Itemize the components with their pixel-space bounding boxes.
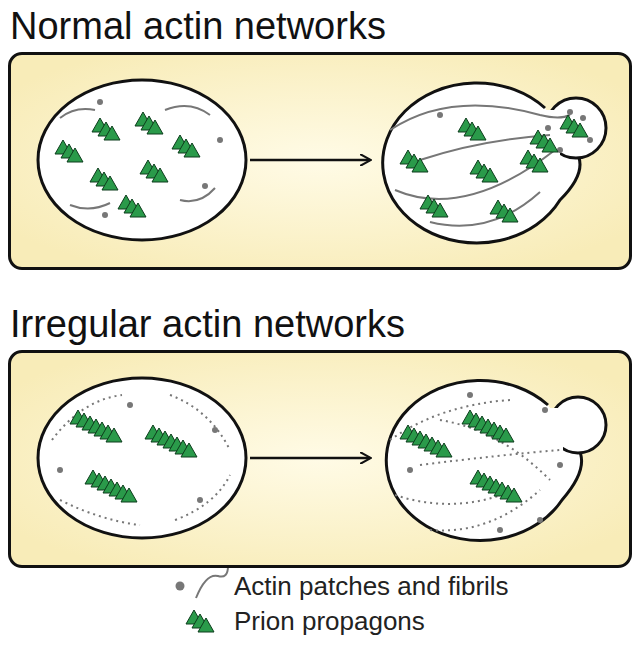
legend-text: Actin patches and fibrils xyxy=(234,571,509,601)
panel-node: Irregular actin networks xyxy=(8,300,632,568)
panel-node: Normal actin networks xyxy=(8,2,632,270)
panel-ground xyxy=(10,352,631,566)
panel-title: Normal actin networks xyxy=(8,2,632,50)
legend-samples xyxy=(176,566,229,632)
panel-title: Irregular actin networks xyxy=(8,300,632,348)
panel-outline xyxy=(8,52,632,270)
panel-outline xyxy=(8,350,632,568)
irregular-cells xyxy=(38,378,606,540)
legend-text: Prion propagons xyxy=(234,606,425,636)
normal-cells xyxy=(38,80,606,243)
panel-ground xyxy=(10,54,631,268)
